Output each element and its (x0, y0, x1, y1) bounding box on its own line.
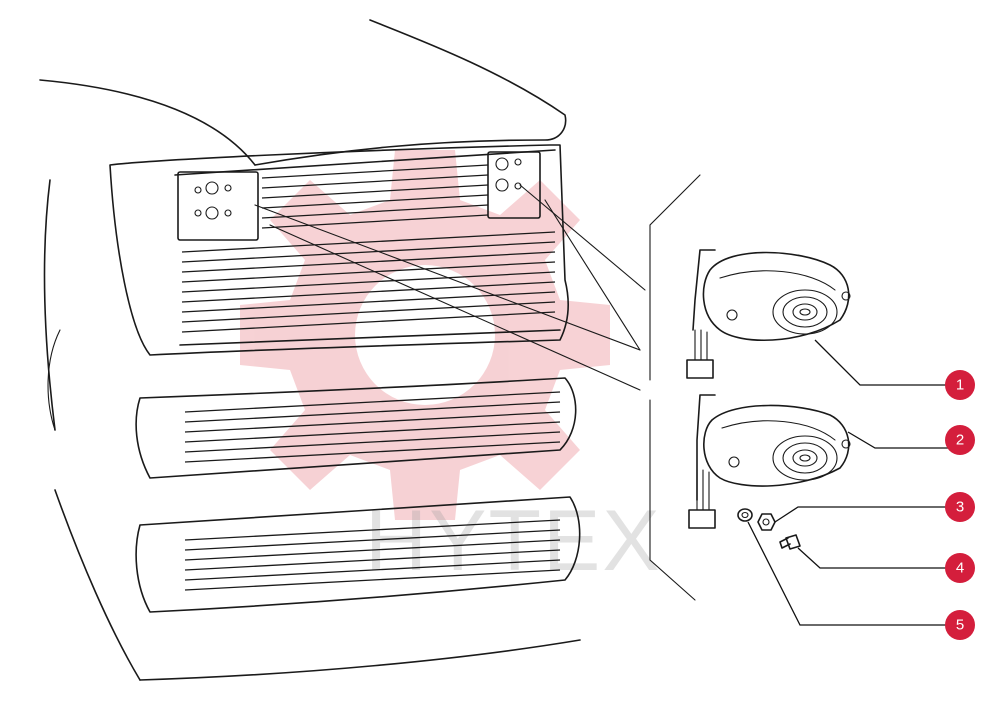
grille-slat (184, 411, 561, 433)
callout-badges: 1 2 3 4 5 (945, 370, 975, 640)
grille-lower (135, 496, 581, 613)
grille-slat (261, 194, 489, 209)
washer-part (737, 508, 753, 522)
grille-slat (184, 421, 561, 443)
grille-slat (261, 174, 489, 189)
grille-slat (181, 241, 556, 263)
lamp-assembly-1 (686, 249, 851, 379)
lamp-2-connector (688, 509, 716, 529)
callout-badge (945, 610, 975, 640)
grille-slat (184, 549, 561, 571)
grille-slat (181, 231, 556, 253)
grille-slat (261, 164, 489, 179)
grille-slat (181, 251, 556, 273)
hood-outline (39, 19, 581, 681)
lamp-assembly-2 (688, 394, 851, 529)
callout-badge (945, 492, 975, 522)
grille-slat (181, 291, 556, 313)
lamp-1-connector (686, 359, 714, 379)
grille-slat (181, 271, 556, 293)
grille-middle (135, 377, 577, 479)
assembly-guide-lines (254, 174, 701, 601)
grille-slat (184, 539, 561, 561)
callout-badge (945, 553, 975, 583)
callout-label: 2 (956, 432, 964, 449)
nut-part (757, 513, 776, 531)
grille-slat (181, 281, 556, 303)
callout-badge (945, 370, 975, 400)
grille-slat (184, 559, 561, 581)
grille-slat (184, 529, 561, 551)
grille-slat (184, 431, 561, 453)
grille-slat (184, 401, 561, 423)
callout-label: 4 (956, 560, 964, 577)
callout-label: 1 (956, 377, 964, 394)
grille-slat (184, 391, 561, 413)
screw-part (779, 534, 801, 550)
grille-slat (181, 261, 556, 283)
grille-slat (261, 184, 489, 199)
grille-slat (181, 301, 556, 323)
grille-slat (261, 204, 489, 219)
grille-slat (184, 519, 561, 541)
right-bracket-plate (487, 151, 541, 219)
callout-badge (945, 425, 975, 455)
callout-label: 5 (956, 617, 964, 634)
grille-upper (109, 144, 570, 356)
left-bracket-plate (177, 171, 259, 241)
grille-slat (261, 214, 489, 229)
grille-slat (181, 311, 556, 333)
callout-leaders (747, 339, 950, 626)
grille-slat (184, 441, 561, 463)
callout-label: 3 (956, 499, 964, 516)
grille-slat (184, 569, 561, 591)
